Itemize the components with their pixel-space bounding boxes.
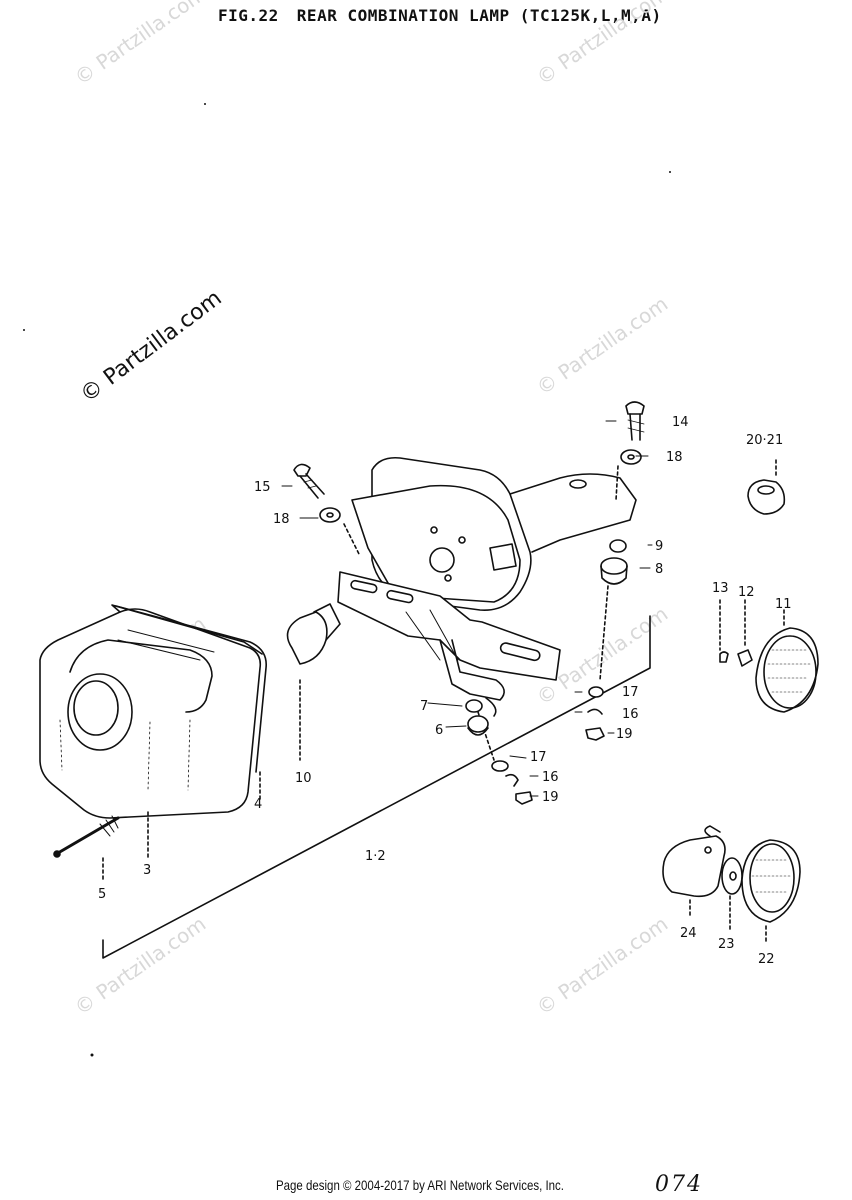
lamp-gasket (115, 605, 267, 773)
lamp-screw (53, 815, 120, 881)
label-3: 3 (143, 863, 151, 878)
label-8: 8 (655, 562, 663, 577)
label-15: 15 (254, 480, 271, 495)
washer-18b (319, 507, 341, 523)
washer-18 (620, 449, 642, 465)
license-lamp-bracket (337, 456, 637, 717)
figure-number: FIG.22 (218, 6, 279, 25)
label-12: 12 (738, 585, 755, 600)
label-24: 24 (680, 926, 697, 941)
label-11: 11 (775, 597, 792, 612)
figure-title: FIG.22 REAR COMBINATION LAMP (TC125K,L,M,… (218, 6, 662, 25)
label-13: 13 (712, 581, 729, 596)
label-7: 7 (420, 699, 428, 714)
label-6: 6 (435, 723, 443, 738)
bolt-14 (625, 401, 645, 441)
label-4: 4 (254, 797, 262, 812)
label-16: 16 (622, 707, 639, 722)
cushion-8 (600, 557, 628, 585)
washer-17b (491, 760, 509, 772)
label-17: 17 (622, 685, 639, 700)
lock-washer-16b (505, 773, 519, 787)
label-5: 5 (98, 887, 106, 902)
collar-9 (609, 539, 627, 553)
grommet-20-21 (747, 479, 786, 515)
assembly-bracket-lines (102, 615, 651, 959)
label-19: 19 (616, 727, 633, 742)
bolt-15 (293, 463, 325, 499)
label-19b: 19 (542, 790, 559, 805)
spacer-23 (721, 857, 743, 895)
label-18b: 18 (273, 512, 290, 527)
label-16b: 16 (542, 770, 559, 785)
nut-13 (719, 651, 729, 663)
lamp-lens-housing (39, 604, 263, 819)
nut-19 (585, 727, 605, 741)
copyright-notice: Page design © 2004-2017 by ARI Network S… (276, 1177, 564, 1193)
collar-7 (465, 699, 483, 713)
label-20-21: 20·21 (746, 433, 783, 448)
label-9: 9 (655, 539, 663, 554)
cushion-6 (467, 715, 489, 736)
label-22: 22 (758, 952, 775, 967)
label-14: 14 (672, 415, 689, 430)
label-10: 10 (295, 771, 312, 786)
reflector-22 (741, 839, 801, 923)
label-17b: 17 (530, 750, 547, 765)
reflector-bracket-24 (662, 825, 726, 898)
lock-washer-16 (587, 708, 603, 715)
label-1-2: 1·2 (365, 849, 386, 864)
nut-19b (515, 791, 533, 805)
bulb (286, 603, 341, 761)
reflector-11 (755, 627, 819, 713)
page-number: 074 (655, 1172, 703, 1197)
figure-caption: REAR COMBINATION LAMP (TC125K,L,M,A) (296, 6, 662, 25)
label-18: 18 (666, 450, 683, 465)
label-23: 23 (718, 937, 735, 952)
washer-17 (588, 686, 604, 698)
washer-12 (737, 649, 753, 667)
